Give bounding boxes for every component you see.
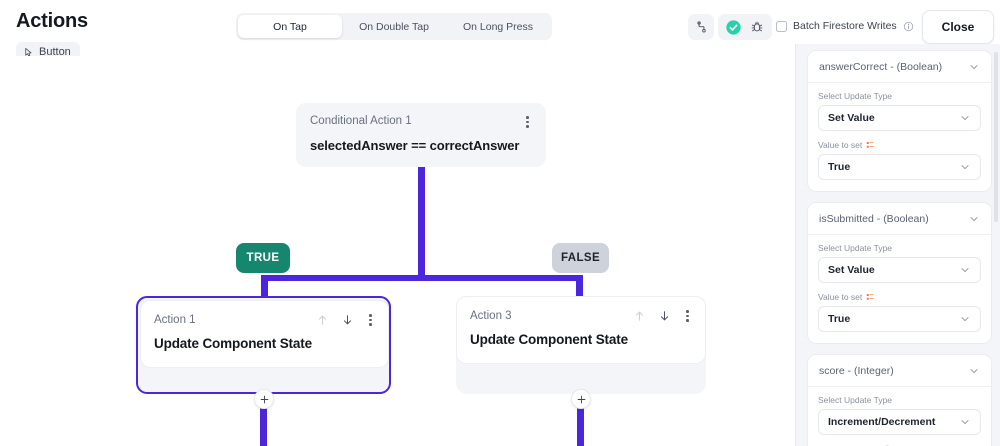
add-action-button-true[interactable]: [254, 389, 274, 409]
group-title: score - (Integer): [819, 364, 894, 377]
chevron-down-icon[interactable]: [968, 365, 980, 377]
bug-icon: [751, 21, 763, 32]
batch-firestore-writes-label: Batch Firestore Writes: [793, 20, 897, 32]
action-card-body: Action 1 Update Component State: [140, 300, 389, 368]
group-body: Select Update Type Increment/Decrement I…: [808, 387, 991, 446]
arrow-down-icon[interactable]: [341, 313, 354, 327]
update-type-value: Set Value: [828, 112, 875, 124]
action-title: Update Component State: [154, 336, 312, 351]
check-circle-icon: [725, 19, 741, 35]
group-header[interactable]: score - (Integer): [808, 355, 991, 387]
value-value: True: [828, 161, 851, 173]
cursor-pointer-icon: [25, 47, 32, 56]
group-title: answerCorrect - (Boolean): [819, 60, 943, 73]
action-subtitle: Action 1: [154, 314, 196, 326]
update-type-label: Select Update Type: [818, 395, 893, 405]
group-header[interactable]: isSubmitted - (Boolean): [808, 203, 991, 235]
update-type-select[interactable]: Set Value: [818, 257, 981, 283]
trigger-tabs: On Tap On Double Tap On Long Press: [236, 13, 552, 40]
state-field-group-score: score - (Integer) Select Update Type Inc…: [807, 354, 992, 446]
action-flow-button[interactable]: [688, 14, 714, 40]
branch-badge-false: FALSE: [552, 243, 609, 273]
update-type-select[interactable]: Increment/Decrement: [818, 409, 981, 435]
group-title: isSubmitted - (Boolean): [819, 212, 929, 225]
group-body: Select Update Type Set Value Value to se…: [808, 83, 991, 191]
page-title: Actions: [16, 10, 88, 32]
variable-binding-icon[interactable]: [866, 293, 874, 301]
arrow-up-icon[interactable]: [316, 313, 329, 327]
value-value: True: [828, 313, 851, 325]
chevron-down-icon[interactable]: [968, 213, 980, 225]
value-select[interactable]: True: [818, 154, 981, 180]
action-menu-icon[interactable]: [366, 313, 375, 327]
connector-horizontal: [261, 275, 580, 281]
arrow-up-icon[interactable]: [633, 309, 646, 323]
action-flow-canvas[interactable]: Conditional Action 1 selectedAnswer == c…: [0, 56, 795, 446]
conditional-expression: selectedAnswer == correctAnswer: [310, 137, 520, 153]
branch-badge-true: TRUE: [236, 243, 290, 273]
debug-button[interactable]: [746, 16, 768, 38]
action-card-true-selected[interactable]: Action 1 Update Component State: [136, 296, 391, 394]
connector-true-bottom: [260, 390, 267, 446]
connector-stem: [418, 160, 425, 276]
close-button[interactable]: Close: [922, 10, 994, 44]
value-label-row: Value to set: [818, 140, 981, 150]
action-card-false[interactable]: Action 3 Update Component State: [456, 296, 706, 394]
plus-icon: [260, 395, 268, 403]
update-type-value: Increment/Decrement: [828, 416, 936, 428]
arrow-down-icon[interactable]: [658, 309, 671, 323]
increment-value-label: Increment Value: [818, 444, 879, 446]
group-body: Select Update Type Set Value Value to se…: [808, 235, 991, 343]
panel-scrollbar[interactable]: [994, 52, 998, 222]
chevron-down-icon: [961, 420, 969, 425]
state-field-group-issubmitted: isSubmitted - (Boolean) Select Update Ty…: [807, 202, 992, 344]
update-type-value: Set Value: [828, 264, 875, 276]
chevron-down-icon[interactable]: [968, 61, 980, 73]
group-header[interactable]: answerCorrect - (Boolean): [808, 51, 991, 83]
value-label: Value to set: [818, 140, 863, 150]
value-label: Value to set: [818, 292, 863, 302]
state-field-group-answercorrect: answerCorrect - (Boolean) Select Update …: [807, 50, 992, 192]
conditional-subtitle: Conditional Action 1: [310, 115, 412, 127]
update-type-label: Select Update Type: [818, 91, 893, 101]
validate-debug-group: [718, 14, 772, 40]
plus-icon: [577, 395, 585, 403]
batch-firestore-writes-row: Batch Firestore Writes: [776, 20, 914, 32]
validate-button[interactable]: [722, 16, 744, 38]
chevron-down-icon: [961, 268, 969, 273]
connector-false-bottom: [577, 390, 584, 446]
action-title: Update Component State: [470, 332, 628, 347]
update-type-label: Select Update Type: [818, 243, 893, 253]
conditional-menu-icon[interactable]: [523, 115, 532, 129]
flow-icon: [696, 20, 706, 32]
properties-panel[interactable]: answerCorrect - (Boolean) Select Update …: [795, 44, 1000, 446]
update-type-select[interactable]: Set Value: [818, 105, 981, 131]
chevron-down-icon: [961, 165, 969, 170]
tab-on-tap[interactable]: On Tap: [238, 15, 342, 38]
add-action-button-false[interactable]: [571, 389, 591, 409]
component-chip-label: Button: [39, 46, 71, 58]
conditional-action-card[interactable]: Conditional Action 1 selectedAnswer == c…: [296, 103, 546, 167]
info-icon[interactable]: [903, 21, 914, 32]
tab-on-long-press[interactable]: On Long Press: [462, 20, 534, 33]
chevron-down-icon: [961, 116, 969, 121]
value-select[interactable]: True: [818, 306, 981, 332]
variable-binding-icon[interactable]: [866, 141, 874, 149]
action-card-body: Action 3 Update Component State: [456, 296, 706, 364]
action-subtitle: Action 3: [470, 310, 512, 322]
action-menu-icon[interactable]: [683, 309, 692, 323]
tab-on-double-tap[interactable]: On Double Tap: [359, 20, 429, 33]
chevron-down-icon: [961, 317, 969, 322]
value-label-row: Value to set: [818, 292, 981, 302]
batch-firestore-writes-checkbox[interactable]: [776, 20, 787, 32]
